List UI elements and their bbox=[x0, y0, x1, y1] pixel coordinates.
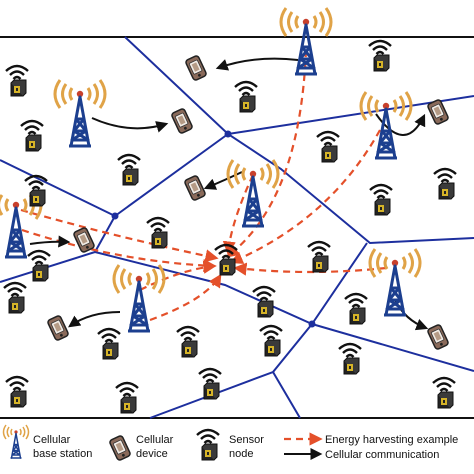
legend-sensor-line1: Sensor bbox=[229, 434, 264, 446]
cellular-communication-links bbox=[29, 57, 429, 331]
cell-tower-icon bbox=[2, 424, 30, 459]
legend-base-station-line2: base station bbox=[33, 448, 92, 460]
sensor-node-icon bbox=[195, 428, 221, 462]
base-station-7 bbox=[368, 247, 422, 317]
legend-base-station-line1: Cellular bbox=[33, 434, 71, 446]
harvesting-sensor bbox=[213, 243, 239, 277]
base-station-6 bbox=[112, 263, 166, 333]
base-station-2 bbox=[53, 78, 107, 148]
legend-sensor: Sensor node bbox=[195, 428, 264, 462]
legend-device-line1: Cellular bbox=[136, 434, 174, 446]
legend-comm-label: Cellular communication bbox=[325, 449, 439, 461]
base-stations bbox=[0, 6, 422, 333]
base-station-4 bbox=[226, 158, 280, 228]
legend-comm: Cellular communication bbox=[284, 448, 439, 461]
diagram-frame bbox=[0, 36, 474, 419]
legend-device-line2: device bbox=[136, 448, 168, 460]
legend-device: Cellular device bbox=[108, 434, 174, 462]
legend-energy-label: Energy harvesting example bbox=[325, 434, 458, 446]
legend-energy: Energy harvesting example bbox=[284, 432, 458, 446]
legend-sensor-line2: node bbox=[229, 448, 253, 460]
legend: Cellular base station Cellular device Se… bbox=[2, 424, 458, 462]
base-station-1 bbox=[279, 6, 333, 76]
phone-icon bbox=[108, 434, 132, 462]
legend-base-station: Cellular base station bbox=[2, 424, 92, 460]
